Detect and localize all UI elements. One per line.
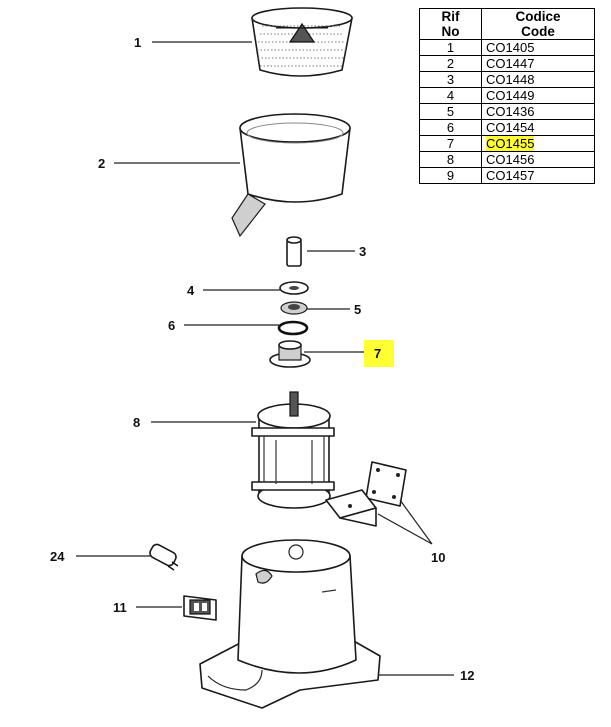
table-row: 8 CO1456 (419, 151, 595, 168)
rif-cell: 1 (419, 39, 482, 56)
table-row: 2 CO1447 (419, 55, 595, 72)
part-8-motor (251, 391, 335, 509)
part-4-washer (279, 281, 309, 295)
header-rif-line1: Rif (441, 9, 460, 24)
code-value: CO1454 (486, 120, 535, 135)
code-cell: CO1454 (481, 119, 595, 136)
header-rif: Rif No (419, 8, 482, 40)
callout-11: 11 (113, 600, 127, 615)
table-row: 3 CO1448 (419, 71, 595, 88)
header-code: Codice Code (481, 8, 595, 40)
table-header-row: Rif No Codice Code (419, 8, 595, 40)
code-value: CO1449 (486, 88, 535, 103)
callout-5: 5 (354, 302, 361, 317)
rif-cell: 7 (419, 135, 482, 152)
parts-table: Rif No Codice Code 1 CO1405 2 CO1447 3 CO1448… (419, 8, 595, 184)
rif-cell: 2 (419, 55, 482, 72)
code-value: CO1457 (486, 168, 535, 183)
header-code-line2: Code (521, 24, 555, 39)
code-value: CO1405 (486, 40, 535, 55)
part-12-base (199, 539, 381, 709)
rif-cell: 6 (419, 119, 482, 136)
callout-7-highlight (364, 340, 394, 367)
callout-2: 2 (98, 156, 105, 171)
table-row: 5 CO1436 (419, 103, 595, 120)
callout-4: 4 (187, 283, 195, 298)
code-value: CO1448 (486, 72, 535, 87)
code-cell: CO1448 (481, 71, 595, 88)
rif-cell: 3 (419, 71, 482, 88)
callout-12: 12 (460, 668, 474, 683)
callout-7: 7 (374, 346, 381, 361)
leader-10 (377, 499, 433, 545)
part-7-bushing (269, 340, 311, 368)
part-24-capacitor (149, 543, 179, 571)
part-5-bearing (280, 301, 308, 315)
table-row: 1 CO1405 (419, 39, 595, 56)
callout-10: 10 (431, 550, 445, 565)
code-value: CO1447 (486, 56, 535, 71)
table-row: 4 CO1449 (419, 87, 595, 104)
callout-1: 1 (134, 35, 141, 50)
rif-cell: 8 (419, 151, 482, 168)
rif-cell: 9 (419, 167, 482, 184)
part-6-o-ring (277, 320, 309, 336)
callout-6: 6 (168, 318, 175, 333)
callout-8: 8 (133, 415, 140, 430)
header-rif-line2: No (441, 24, 460, 39)
table-row: 6 CO1454 (419, 119, 595, 136)
part-11-switch (183, 595, 217, 621)
part-1-filter-basket (251, 7, 353, 77)
table-row: 9 CO1457 (419, 167, 595, 184)
rif-cell: 4 (419, 87, 482, 104)
code-cell: CO1449 (481, 87, 595, 104)
code-value: CO1456 (486, 152, 535, 167)
rif-cell: 5 (419, 103, 482, 120)
code-cell: CO1457 (481, 167, 595, 184)
code-cell: CO1455 (481, 135, 595, 152)
code-value: CO1436 (486, 104, 535, 119)
code-value: CO1455 (486, 136, 535, 151)
callout-3: 3 (359, 244, 366, 259)
header-code-line1: Codice (515, 9, 561, 24)
code-cell: CO1436 (481, 103, 595, 120)
part-2-bowl (231, 113, 351, 238)
part-3-pin (286, 236, 302, 267)
code-cell: CO1405 (481, 39, 595, 56)
code-cell: CO1456 (481, 151, 595, 168)
code-cell: CO1447 (481, 55, 595, 72)
part-10-brackets (325, 461, 407, 527)
callout-24: 24 (50, 549, 65, 564)
table-row: 7 CO1455 (419, 135, 595, 152)
